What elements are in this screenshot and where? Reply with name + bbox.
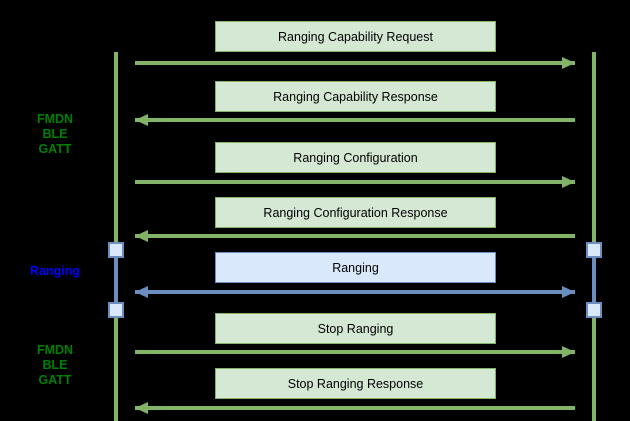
- section-label-fmdn-ble-gatt-top: FMDN BLE GATT: [5, 112, 105, 157]
- message-label: Ranging: [332, 260, 379, 275]
- section-label-line: Ranging: [30, 264, 80, 278]
- message-label: Stop Ranging Response: [287, 376, 424, 391]
- message-arrow: [135, 176, 575, 188]
- section-label-line: BLE: [42, 358, 68, 372]
- lifeline-left: [114, 52, 118, 421]
- message-label: Ranging Configuration: [293, 150, 418, 165]
- section-label-line: FMDN: [36, 112, 74, 126]
- message-box: Stop Ranging Response: [215, 368, 496, 399]
- message-arrow: [135, 57, 575, 69]
- arrow-line: [135, 234, 575, 238]
- ranging-span-endpoint-left-bottom: [108, 302, 124, 318]
- ranging-span-connector-right: [592, 250, 596, 310]
- message-box: Ranging Configuration: [215, 142, 496, 173]
- message-label: Stop Ranging: [317, 321, 394, 336]
- message-box: Ranging Configuration Response: [215, 197, 496, 228]
- arrow-line: [135, 350, 575, 354]
- lifeline-right: [592, 52, 596, 421]
- message-arrow: [135, 286, 575, 298]
- message-label: Ranging Configuration Response: [263, 205, 448, 220]
- section-label-fmdn-ble-gatt-bottom: FMDN BLE GATT: [5, 343, 105, 388]
- message-label: Ranging Capability Request: [278, 29, 433, 44]
- message-box: Stop Ranging: [215, 313, 496, 344]
- message-box: Ranging Capability Request: [215, 21, 496, 52]
- message-arrow: [135, 114, 575, 126]
- section-label-line: FMDN: [36, 343, 74, 357]
- arrow-line: [135, 290, 575, 294]
- message-box: Ranging: [215, 252, 496, 283]
- message-arrow: [135, 230, 575, 242]
- message-box: Ranging Capability Response: [215, 81, 496, 112]
- ranging-span-connector-left: [114, 250, 118, 310]
- message-label: Ranging Capability Response: [273, 89, 438, 104]
- ranging-span-endpoint-left-top: [108, 242, 124, 258]
- section-label-line: BLE: [42, 127, 68, 141]
- message-arrow: [135, 346, 575, 358]
- arrow-line: [135, 180, 575, 184]
- section-label-line: GATT: [38, 142, 72, 156]
- arrow-line: [135, 406, 575, 410]
- section-label-line: GATT: [38, 373, 72, 387]
- message-arrow: [135, 402, 575, 414]
- arrow-line: [135, 118, 575, 122]
- ranging-span-endpoint-right-bottom: [586, 302, 602, 318]
- arrow-line: [135, 61, 575, 65]
- ranging-span-endpoint-right-top: [586, 242, 602, 258]
- section-label-ranging: Ranging: [5, 264, 105, 279]
